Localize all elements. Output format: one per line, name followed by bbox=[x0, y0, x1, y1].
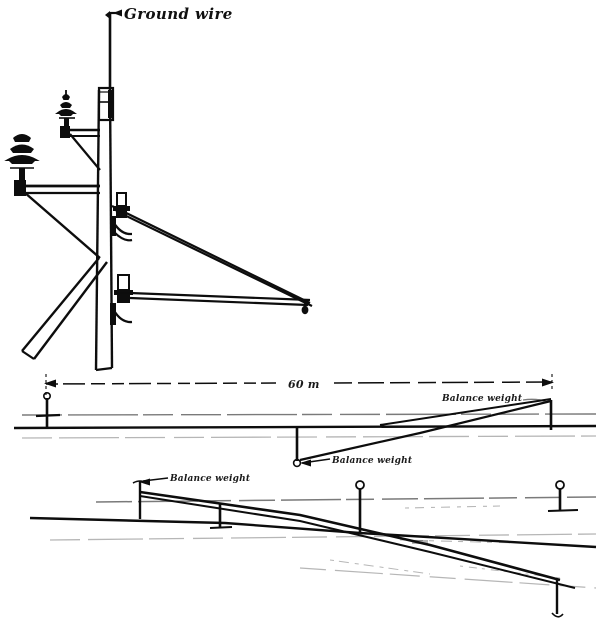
upper-pole-left bbox=[35, 391, 61, 428]
lower-pole-5 bbox=[551, 580, 564, 618]
span-dimension-label: 60 m bbox=[288, 378, 320, 391]
lower-pole-2 bbox=[209, 503, 233, 529]
span-dimension-60m: 60 m bbox=[44, 374, 554, 400]
lower-crossarm-assembly bbox=[4, 134, 101, 259]
view-pole-elevation: Ground wire bbox=[4, 5, 313, 372]
view-profile-upper: 60 m Balance weight bbox=[13, 374, 597, 468]
lower-pole-3 bbox=[355, 480, 365, 534]
view-profile-lower: Balance weight bbox=[29, 474, 597, 618]
ground-wire-callout: Ground wire bbox=[105, 5, 233, 95]
ground-wire-arrowhead2 bbox=[113, 9, 122, 17]
callout-balance-weight-upper-right: Balance weight bbox=[441, 394, 548, 404]
pole-diagonal-strut bbox=[21, 257, 108, 360]
bracket-arm-upper bbox=[110, 192, 313, 307]
insulator-lower bbox=[4, 134, 40, 184]
registration-fitting-upper bbox=[113, 192, 130, 218]
bracket-arm-lower bbox=[110, 274, 311, 325]
balance-weight-label-upper-right: Balance weight bbox=[441, 394, 523, 404]
balance-weight-label-lower-left: Balance weight bbox=[169, 474, 251, 484]
lower-pole-4 bbox=[547, 480, 579, 512]
insulator-upper bbox=[54, 90, 78, 130]
scan-artifacts bbox=[329, 505, 561, 579]
dim-arrow-left bbox=[44, 379, 56, 388]
ground-wire-arrow-head bbox=[105, 11, 110, 19]
ground-wire-label: Ground wire bbox=[124, 5, 233, 23]
upper-balance-wire-2 bbox=[379, 398, 552, 426]
callout-balance-weight-lower-left: Balance weight bbox=[139, 474, 251, 486]
pole-cap-clamp bbox=[97, 86, 115, 122]
registration-fitting-lower bbox=[114, 274, 133, 303]
upper-crossarm-assembly bbox=[54, 90, 101, 171]
upper-balance-wire bbox=[299, 399, 552, 462]
callout-balance-weight-upper-lower: Balance weight bbox=[300, 456, 413, 467]
dim-arrow-right bbox=[542, 378, 554, 387]
drop-weight bbox=[301, 303, 309, 315]
balance-weight-label-upper-lower: Balance weight bbox=[331, 456, 413, 466]
